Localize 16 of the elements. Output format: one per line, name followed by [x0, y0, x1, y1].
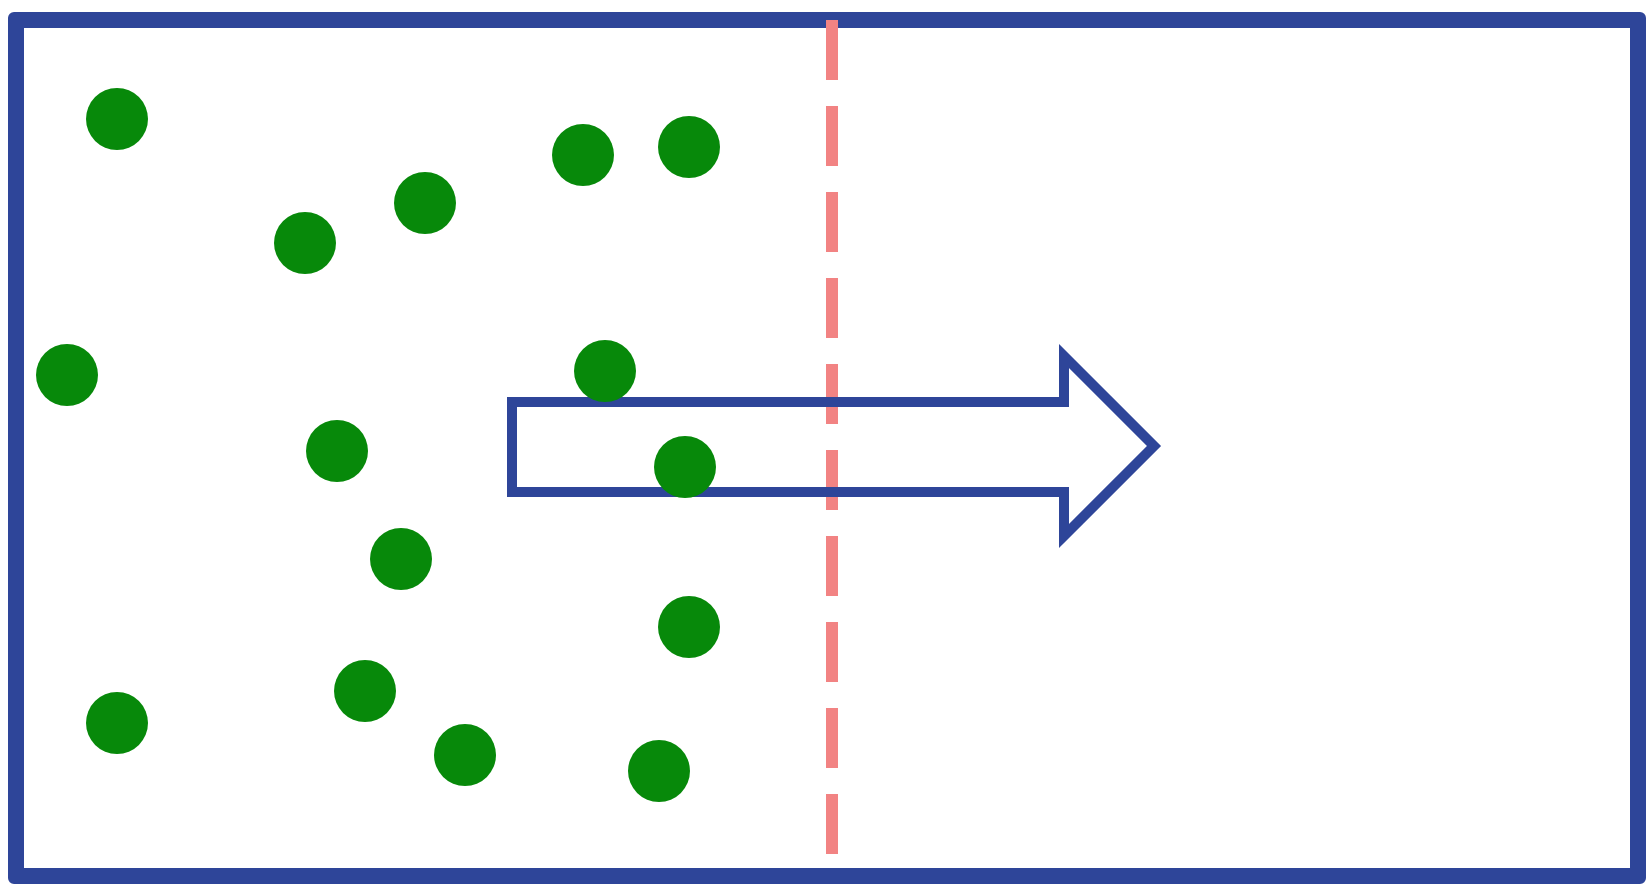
particle-dot — [657, 595, 719, 657]
container-box — [8, 12, 1646, 884]
particle-dot — [657, 115, 719, 177]
particle-dot — [627, 739, 689, 801]
particle-dot — [393, 171, 455, 233]
particle-dot — [653, 435, 715, 497]
particle-dot — [35, 343, 97, 405]
particle-dot — [85, 691, 147, 753]
particle-dot — [551, 123, 613, 185]
particle-dot — [305, 419, 367, 481]
particle-dot — [273, 211, 335, 273]
particle-dot — [433, 723, 495, 785]
particle-dot — [333, 659, 395, 721]
particle-dot — [369, 527, 431, 589]
particle-dot — [85, 87, 147, 149]
particle-dot — [573, 339, 635, 401]
